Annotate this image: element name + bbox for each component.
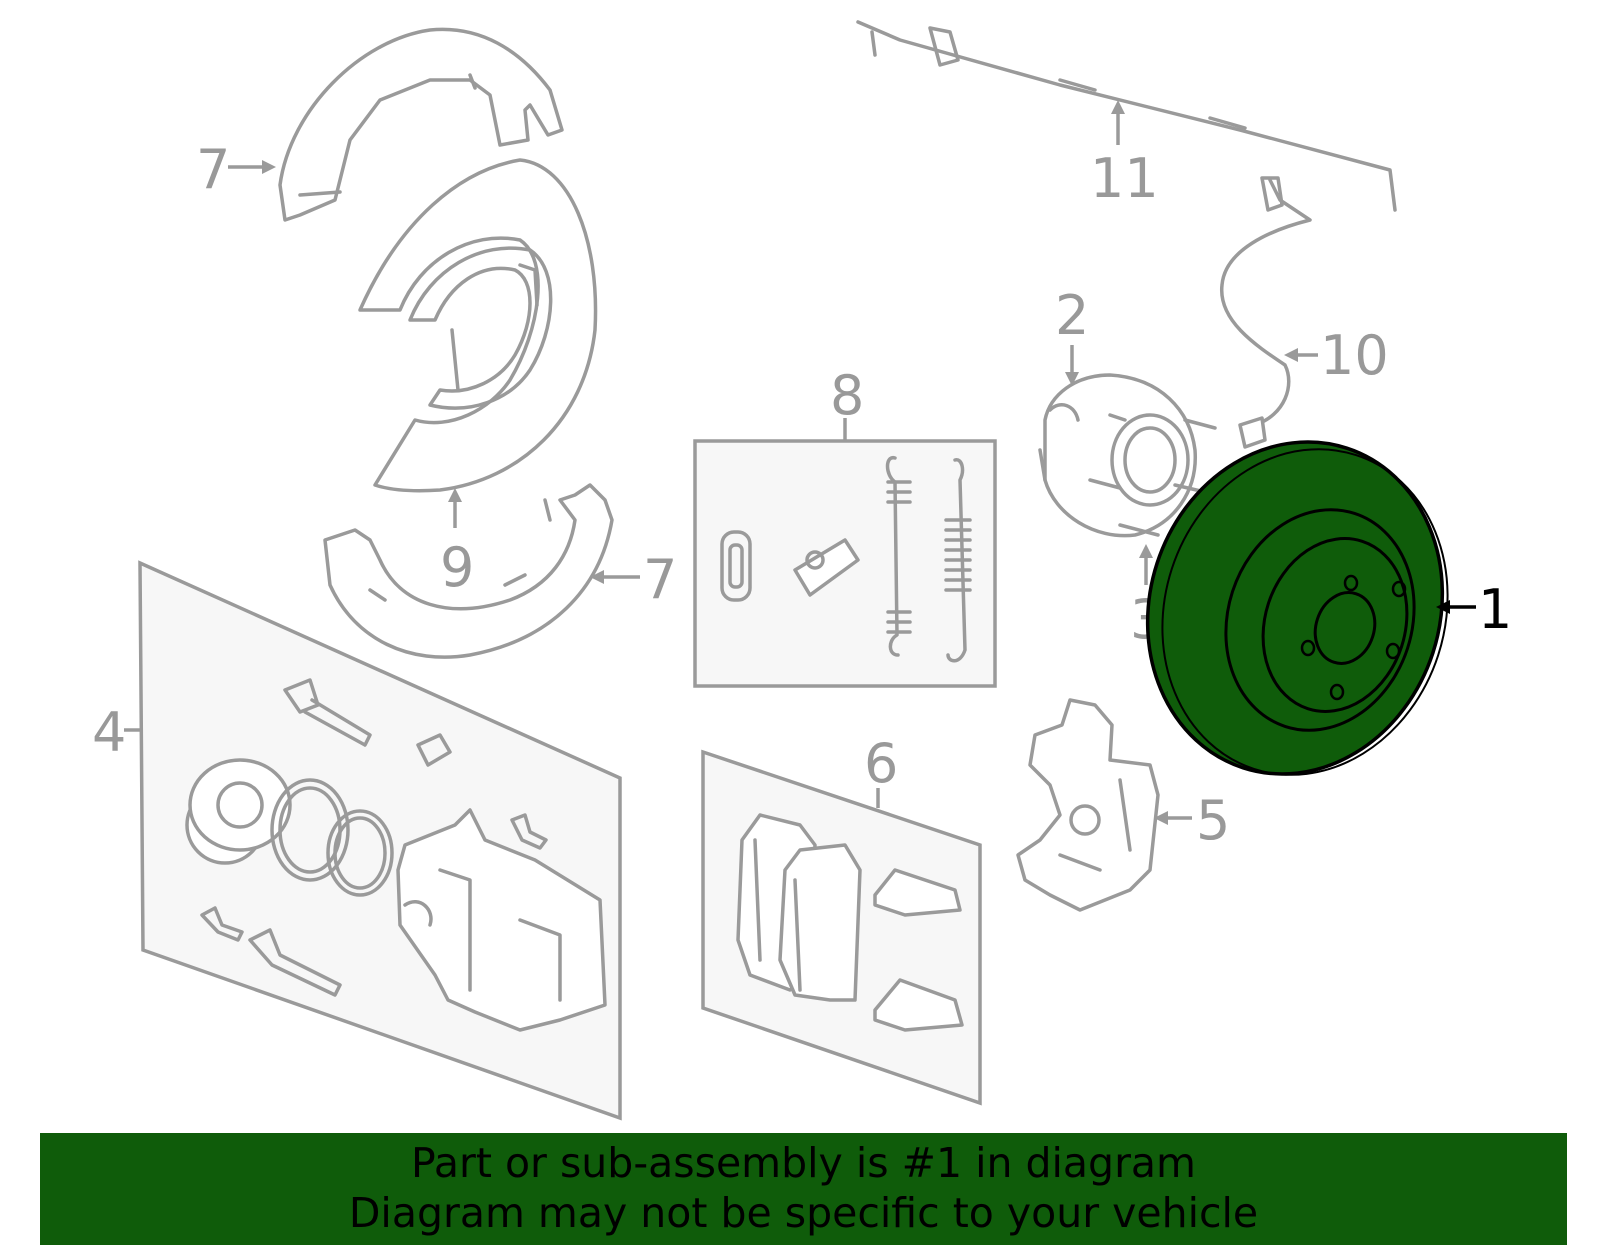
arrow-7b <box>590 570 604 584</box>
part-6-pad-kit[interactable]: 6 <box>701 732 982 1106</box>
arrow-5 <box>1154 811 1168 825</box>
callout-5: 5 <box>1196 789 1230 852</box>
callout-1: 1 <box>1478 578 1512 641</box>
callout-9: 9 <box>440 536 474 599</box>
arrow-7a <box>262 160 276 174</box>
rotor-center-bore <box>1313 591 1377 665</box>
rotor-lug-hole <box>1300 639 1316 657</box>
part-8-hardware-kit[interactable]: 8 <box>693 364 997 688</box>
arrow-1 <box>1436 600 1450 614</box>
callout-8: 8 <box>830 364 864 427</box>
part-10-abs-sensor[interactable]: 10 <box>1220 176 1389 449</box>
part-7-lower-shoe[interactable]: 7 <box>323 483 677 659</box>
arrow-10 <box>1284 348 1298 362</box>
part-11-wear-sensor[interactable]: 11 <box>856 20 1397 212</box>
arrow-3 <box>1139 544 1153 558</box>
banner-line-1: Part or sub-assembly is #1 in diagram <box>411 1139 1196 1187</box>
rotor-lug-hole <box>1329 683 1345 701</box>
banner-line-2: Diagram may not be specific to your vehi… <box>348 1189 1259 1237</box>
rotor-lug-hole <box>1385 642 1401 660</box>
callout-7a: 7 <box>196 138 230 201</box>
rotor-rim <box>1161 448 1449 776</box>
part-9-backing-plate[interactable]: 9 <box>358 158 598 599</box>
callout-6: 6 <box>864 732 898 795</box>
rotor-hat-inner <box>1261 537 1409 713</box>
arrow-2 <box>1065 372 1079 386</box>
rotor-lug-hole <box>1343 574 1359 592</box>
banner-background <box>40 1133 1567 1245</box>
arrow-9 <box>448 488 462 502</box>
part-5-caliper-bracket[interactable]: 5 <box>1016 698 1230 912</box>
callout-11: 11 <box>1090 147 1159 210</box>
callout-7b: 7 <box>643 548 677 611</box>
part-7-upper-shoe[interactable]: 7 <box>196 27 564 222</box>
info-banner: Part or sub-assembly is #1 in diagram Di… <box>40 1133 1567 1245</box>
callout-2: 2 <box>1055 284 1089 347</box>
callout-4: 4 <box>92 701 126 764</box>
rotor-lug-hole <box>1391 580 1407 598</box>
rotor-outer <box>1145 440 1445 776</box>
part-4-caliper-kit[interactable]: 4 <box>92 560 622 1121</box>
part-1-brake-rotor[interactable]: 1 <box>1105 403 1512 812</box>
part-2-hub-bearing[interactable]: 2 <box>1038 284 1217 538</box>
callout-10: 10 <box>1320 324 1389 387</box>
arrow-11 <box>1111 100 1125 114</box>
rotor-hat <box>1224 508 1416 732</box>
